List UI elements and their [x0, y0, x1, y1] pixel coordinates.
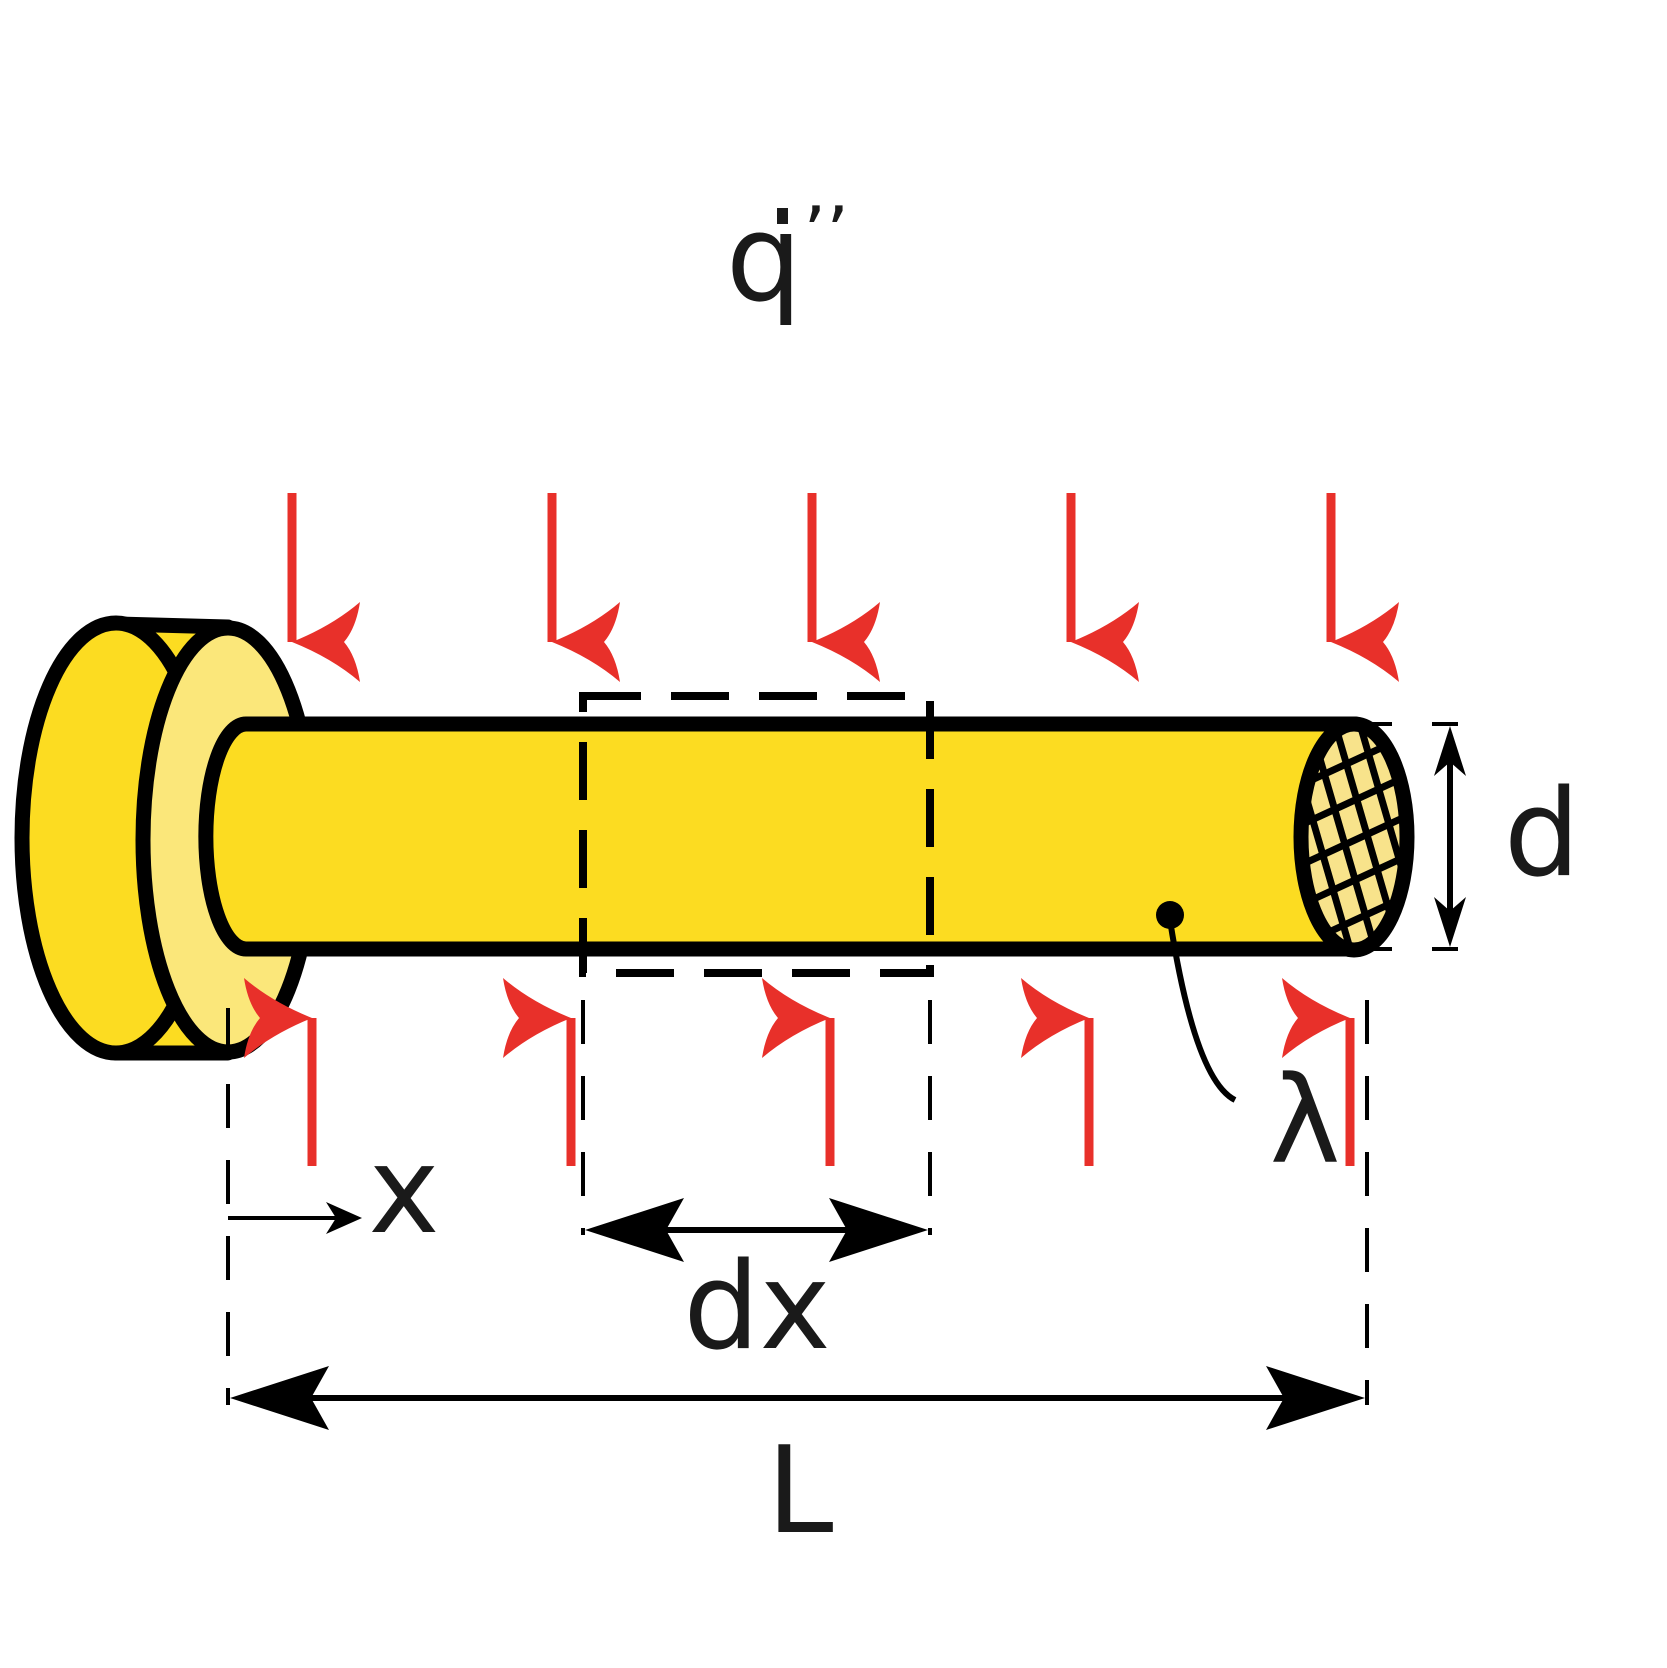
extension-lines — [226, 1000, 1369, 1405]
heat-flux-label: q ’’ — [726, 190, 849, 329]
heat-flux-symbol: q — [726, 190, 802, 329]
position-label: x — [368, 1122, 439, 1261]
position-arrow: x — [228, 1122, 440, 1261]
heat-arrows-bottom — [244, 978, 1355, 1166]
conductivity-annotation: λ — [1156, 901, 1341, 1191]
control-volume — [579, 692, 934, 977]
diameter-label: d — [1504, 765, 1580, 904]
fin-length-dimension: L — [230, 1366, 1365, 1561]
heat-flux-primes: ’’ — [803, 191, 849, 275]
leader-line — [1167, 919, 1237, 1103]
conductivity-label: λ — [1269, 1052, 1340, 1191]
control-volume-box — [579, 692, 934, 977]
element-length-label: dx — [683, 1238, 830, 1377]
leader-dot — [1156, 901, 1184, 929]
diameter-dimension: d — [1372, 722, 1580, 951]
element-length-dimension: dx — [585, 1198, 928, 1377]
fin-body — [198, 716, 1363, 957]
fin-rod — [198, 716, 1415, 958]
fin-length-label: L — [767, 1422, 834, 1561]
heat-arrows-top — [287, 493, 1399, 682]
heat-flux-dot — [777, 208, 788, 224]
